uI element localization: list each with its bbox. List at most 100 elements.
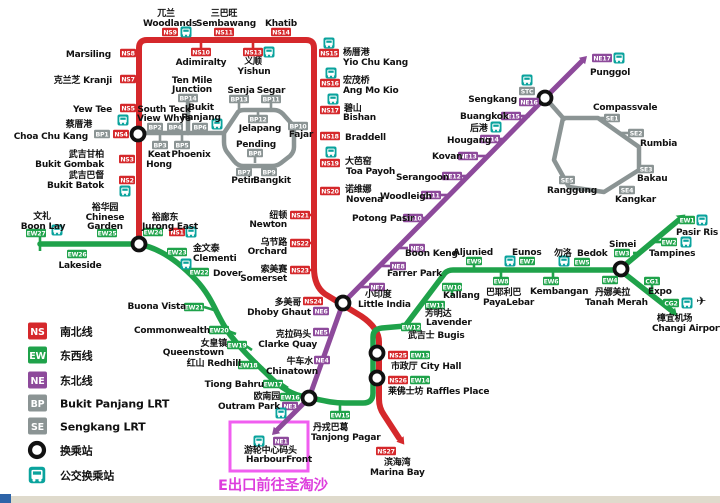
station-badge-EW15: EW15: [330, 410, 350, 419]
station-label: 欧南园: [254, 390, 281, 402]
bus-wheel: [687, 244, 689, 247]
station-tick: [203, 305, 215, 312]
badge-box: [303, 296, 323, 306]
station-label: Lavender: [426, 318, 472, 328]
bus-interchange-icon: [117, 114, 129, 126]
badge-code: EW5: [575, 259, 590, 266]
station-label: Phoenix: [171, 150, 211, 160]
badge-code: BP11: [262, 96, 279, 103]
badge-box: [167, 122, 183, 132]
badge-box: [501, 111, 521, 121]
station-badge-CG1: CG1: [644, 276, 660, 285]
badge-box: [120, 74, 136, 84]
station-label: Kangkar: [615, 195, 657, 205]
badge-box: [209, 325, 229, 335]
bus-wheel: [332, 75, 334, 78]
badge-code: EW26: [68, 251, 87, 258]
bus-wheel: [684, 305, 686, 308]
station-tick: [227, 329, 237, 336]
badge-box: [403, 213, 423, 223]
station-badge-EW22: EW22: [189, 267, 209, 276]
station-badge-NS3: NS3: [119, 154, 135, 163]
station-badge-BP12: BP12: [248, 114, 268, 123]
legend-label: 东北线: [60, 374, 93, 388]
badge-box: [273, 436, 289, 446]
bus-windshield: [183, 261, 189, 264]
badge-box: [493, 276, 509, 286]
station-label: Orchard: [248, 247, 287, 257]
bus-wheel: [126, 193, 128, 196]
bus-interchange-icon: [51, 224, 63, 236]
station-label: Panjang: [181, 113, 220, 123]
airplane-icon: ✈: [696, 294, 706, 308]
station-badge-NS27: NS27: [376, 446, 396, 455]
badge-code: EW24: [144, 229, 164, 236]
station-label: 芳明达: [425, 307, 452, 319]
station-label: Eunos: [512, 248, 542, 258]
station-label: 巴耶利巴: [486, 286, 521, 298]
station-label: Tanah Merah: [585, 298, 648, 308]
station-label: Woodlands: [143, 19, 197, 29]
station-label: Yio Chu Kang: [342, 58, 408, 68]
station-label: 三巴旺: [211, 8, 238, 19]
station-label: Outram Park: [218, 402, 281, 412]
station-label: 纽顿: [269, 209, 287, 221]
station-label: Dover: [213, 269, 243, 279]
station-label: 小印度: [364, 288, 393, 300]
punggol-arrow: [578, 56, 587, 65]
station-label: Somerset: [240, 274, 288, 284]
badge-box: [313, 306, 329, 316]
station-label: Tampines: [649, 249, 695, 259]
corner-artifact: [0, 494, 11, 503]
interchange-circle: [368, 344, 386, 362]
bus-wheel: [688, 305, 690, 308]
badge-code: EW13: [411, 352, 430, 359]
badge-box: [519, 256, 535, 266]
badge-code: EW14: [411, 377, 431, 384]
badge-code: EW18: [239, 362, 258, 369]
station-label: 乌节路: [261, 236, 289, 248]
station-label: Marina Bay: [370, 468, 425, 478]
sengkang-lrt-loop: [551, 115, 642, 195]
badge-box: [97, 228, 117, 238]
badge-box: [169, 227, 185, 237]
badge-box: [442, 282, 462, 292]
badge-code: EW1: [680, 217, 695, 224]
badge-box: [263, 379, 283, 389]
badge-box: [143, 227, 163, 237]
badge-code: EW16: [281, 394, 300, 401]
badge-code: BP1: [96, 131, 109, 138]
badge-box: [191, 47, 211, 57]
badge-box: [466, 256, 482, 266]
badge-code: CG1: [645, 278, 658, 285]
bus-wheel: [192, 234, 194, 237]
bus-wheel: [328, 154, 330, 157]
station-label: Boon Keng: [405, 249, 458, 259]
station-badge-BP1: BP1: [94, 129, 110, 138]
station-badge-NS22: NS22: [290, 238, 310, 247]
station-badge-NS2: NS2: [119, 175, 135, 185]
station-badge-EW20: EW20: [209, 325, 230, 335]
station-label: 红山 Redhill: [187, 357, 241, 369]
badge-code: NE4: [315, 357, 329, 364]
badge-code: NE15: [502, 113, 519, 120]
station-label: Bukit Gombak: [35, 160, 105, 170]
badge-code: NS4: [114, 131, 128, 138]
badge-code: BP10: [289, 123, 307, 130]
station-label: Clementi: [193, 254, 237, 264]
station-label: Sembawang: [196, 19, 256, 29]
station-badge-NS15: NS15: [319, 48, 339, 57]
bus-windshield: [561, 258, 567, 261]
station-label: Pending: [236, 140, 276, 150]
station-badge-EW17: EW17: [263, 379, 283, 389]
interchange-circle: [368, 369, 386, 387]
station-badge-EW1: EW1: [679, 215, 695, 224]
badge-code: NE6: [314, 308, 327, 315]
station-badge-EW16: EW16: [280, 392, 300, 401]
badge-box: [119, 175, 135, 185]
station-badge-NE4: NE4: [314, 355, 330, 364]
station-badge-BP9: BP9: [261, 167, 277, 176]
